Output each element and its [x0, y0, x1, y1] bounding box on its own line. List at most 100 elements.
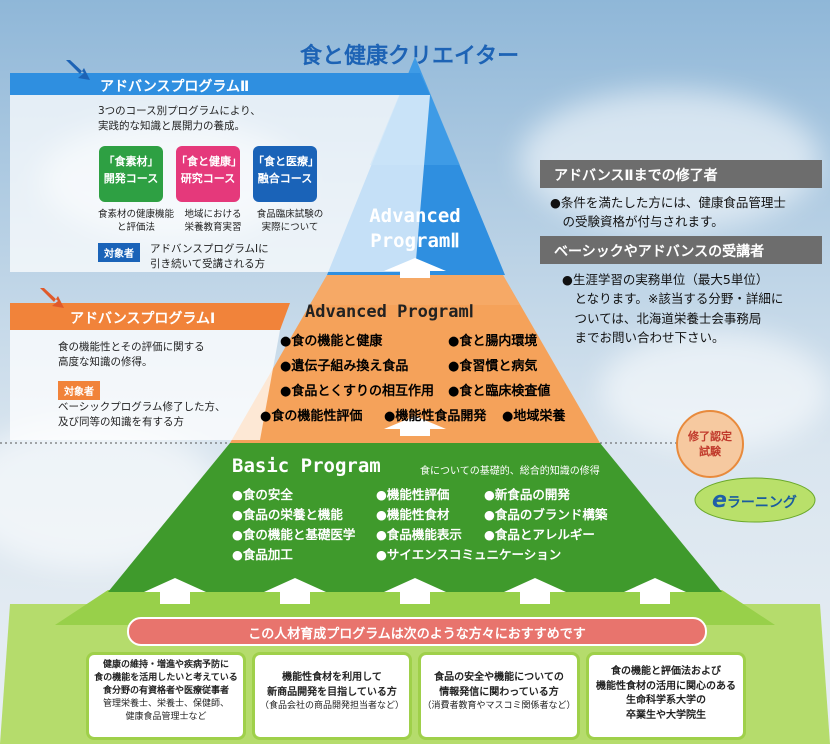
- right-body-2: ●生涯学習の実務単位（最大5単位） となります。※該当する分野・詳細に ついては…: [562, 270, 783, 348]
- adv1-target: ベーシックプログラム修了した方、 及び同等の知識を有する方: [58, 400, 225, 430]
- adv1-target-line: 及び同等の知識を有する方: [58, 416, 184, 429]
- basic-col1: ●食の安全 ●食品の栄養と機能 ●食の機能と基礎医学 ●食品加工: [232, 485, 355, 565]
- course-note-line: 地域における: [184, 209, 242, 220]
- adv2-target-line: アドバンスプログラムⅠに: [150, 243, 269, 255]
- right-header-1: アドバンスⅡまでの修了者: [554, 168, 718, 184]
- basic-item: ●食品加工: [232, 547, 293, 562]
- right-header-2-bg: [540, 236, 822, 264]
- right-body-line: の受験資格が付与されます。: [550, 214, 724, 230]
- adv1-pyramid-label: Advanced ProgramⅠ: [305, 302, 474, 322]
- adv1-item: ●食の機能性評価: [260, 409, 363, 424]
- adv2-desc-line: 3つのコース別プログラムにより、: [98, 105, 261, 117]
- cert-badge-line: 修了認定: [688, 430, 732, 443]
- recommend-line: 新商品開発を目指している方: [267, 686, 397, 698]
- right-body-line: ついては、北海道栄養士会事務局: [562, 310, 762, 326]
- up-arrow: [264, 578, 326, 604]
- right-header-1-bg: [540, 160, 822, 188]
- up-arrow: [384, 578, 446, 604]
- cert-badge-shape: [676, 410, 744, 478]
- basic-band: [108, 443, 722, 592]
- up-arrow: [384, 416, 446, 436]
- adv1-item: ●食習慣と病気: [448, 359, 538, 374]
- adv1-item: ●食品とくすりの相互作用: [280, 384, 434, 399]
- adv1-item: ●食の機能と健康: [280, 334, 383, 349]
- recommend-line: 情報発信に関わっている方: [439, 686, 559, 698]
- course-shokuzai: 「食素材」 開発コース: [99, 146, 163, 202]
- basic-label: Basic Program: [232, 455, 381, 477]
- course-note-line: 食品臨床試験の: [256, 209, 324, 220]
- right-body-line: ●生涯学習の実務単位（最大5単位）: [562, 272, 769, 287]
- right-body-line: となります。※該当する分野・詳細に: [562, 291, 784, 307]
- adv2-pyramid-label: Advanced ProgramⅡ: [350, 204, 480, 253]
- course-note: 地域における 栄養教育実習: [173, 209, 253, 235]
- adv2-target: アドバンスプログラムⅠに 引き続いて受講される方: [150, 242, 269, 272]
- adv1-item: ●食と腸内環境: [448, 334, 538, 349]
- recommend-line: 食の機能を活用したいと考えている: [94, 673, 238, 684]
- up-arrow: [144, 578, 206, 604]
- recommend-sub: （食品会社の商品開発担当者など）: [259, 701, 404, 711]
- basic-item: ●食の機能と基礎医学: [232, 527, 356, 542]
- elearning-text: ラーニング: [726, 495, 797, 511]
- pointer-arrow-icon: [66, 60, 90, 80]
- course-note-line: 実際について: [261, 221, 319, 233]
- adv1-target-line: ベーシックプログラム修了した方、: [58, 401, 226, 413]
- basic-item: ●新食品の開発: [484, 487, 570, 502]
- up-arrows: [144, 258, 686, 604]
- elearning-badge-shape: [694, 477, 816, 523]
- elearning-badge: eラーニング: [712, 488, 797, 513]
- right-body-line: ●条件を満たした方には、健康食品管理士: [550, 195, 786, 210]
- recommend-line: 健康の維持・増進や疾病予防に: [102, 660, 229, 670]
- recommend-box: 健康の維持・増進や疾病予防に 食の機能を活用したいと考えている 食分野の有資格者…: [86, 652, 246, 740]
- basic-item: ●機能性食材: [376, 507, 450, 522]
- adv1-desc: 食の機能性とその評価に関する 高度な知識の修得。: [58, 340, 205, 370]
- adv1-item: ●食と臨床検査値: [448, 384, 551, 399]
- recommend-line: 卒業生や大学院生: [626, 709, 706, 721]
- up-arrow: [504, 578, 566, 604]
- recommend-box: 食品の安全や機能についての 情報発信に関わっている方 （消費者教育やマスコミ関係…: [418, 652, 580, 740]
- recommend-box: 食の機能と評価法および 機能性食材の活用に関心のある 生命科学系大学の 卒業生や…: [586, 652, 746, 740]
- base-top-band: [55, 590, 775, 625]
- elearning-e: e: [712, 488, 727, 513]
- course-sub: 研究コース: [180, 171, 236, 185]
- course-note-line: 栄養教育実習: [184, 221, 242, 233]
- recommend-line: 機能性食材の活用に関心のある: [596, 680, 736, 692]
- course-name: 「食素材」: [103, 155, 159, 168]
- course-name: 「食と健康」: [176, 155, 242, 168]
- adv2-label-line: ProgramⅡ: [370, 229, 460, 252]
- course-sub: 開発コース: [103, 171, 159, 185]
- recommend-box: 機能性食材を利用して 新商品開発を目指している方 （食品会社の商品開発担当者など…: [252, 652, 412, 740]
- course-note: 食素材の健康機能 と評価法: [96, 209, 176, 235]
- basic-subtitle: 食についての基礎的、総合的知識の修得: [420, 466, 600, 477]
- adv2-target-line: 引き続いて受講される方: [150, 258, 266, 271]
- basic-item: ●食品の栄養と機能: [232, 507, 343, 522]
- basic-item: ●機能性評価: [376, 487, 450, 502]
- basic-col3: ●新食品の開発 ●食品のブランド構築 ●食品とアレルギー: [484, 485, 607, 545]
- basic-item: ●食品機能表示: [376, 527, 462, 542]
- adv1-target-label: 対象者: [58, 381, 100, 400]
- adv2-desc-line: 実践的な知識と展開力の養成。: [98, 120, 245, 133]
- course-note-line: 食素材の健康機能: [97, 209, 174, 220]
- basic-item: ●食の安全: [232, 487, 293, 502]
- adv2-label-line: Advanced: [369, 205, 461, 227]
- course-name: 「食と医療」: [253, 155, 319, 168]
- right-header-2: ベーシックやアドバンスの受講者: [554, 244, 765, 260]
- adv1-header: アドバンスプログラムⅠ: [70, 311, 216, 327]
- course-sub: 融合コース: [257, 171, 313, 185]
- cert-badge: 修了認定 試験: [680, 430, 740, 460]
- adv1-item: ●地域栄養: [502, 409, 566, 424]
- right-body-line: までお問い合わせ下さい。: [562, 330, 725, 346]
- course-iryo: 「食と医療」 融合コース: [253, 146, 319, 202]
- recommend-sub: （消費者教育やマスコミ関係者など）: [422, 701, 576, 711]
- cert-badge-line: 試験: [699, 444, 721, 458]
- recommend-banner: この人材育成プログラムは次のような方々におすすめです: [248, 627, 586, 642]
- adv1-panel-bg: [10, 330, 280, 440]
- adv2-header-band: [10, 73, 430, 95]
- adv1-desc-line: 食の機能性とその評価に関する: [58, 341, 205, 353]
- course-note-line: と評価法: [116, 221, 155, 233]
- adv1-item: ●遺伝子組み換え食品: [280, 359, 409, 374]
- up-arrow: [624, 578, 686, 604]
- right-body-1: ●条件を満たした方には、健康食品管理士 の受験資格が付与されます。: [550, 193, 786, 232]
- adv1-header-band: [10, 303, 290, 330]
- recommend-line: 食分野の有資格者や医療従事者: [102, 686, 229, 697]
